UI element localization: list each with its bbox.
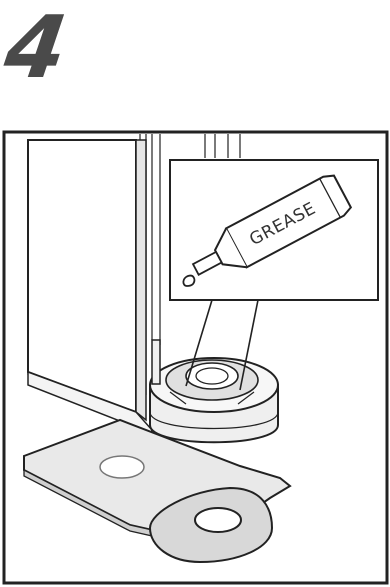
bottom-washer-hole (195, 508, 241, 532)
plate-hole (100, 456, 144, 478)
door-panel-side (136, 140, 146, 420)
door-panel (28, 140, 136, 412)
grease-drop-icon (183, 276, 194, 286)
hinge-uprights (152, 340, 160, 384)
hinge-collar (150, 358, 278, 442)
